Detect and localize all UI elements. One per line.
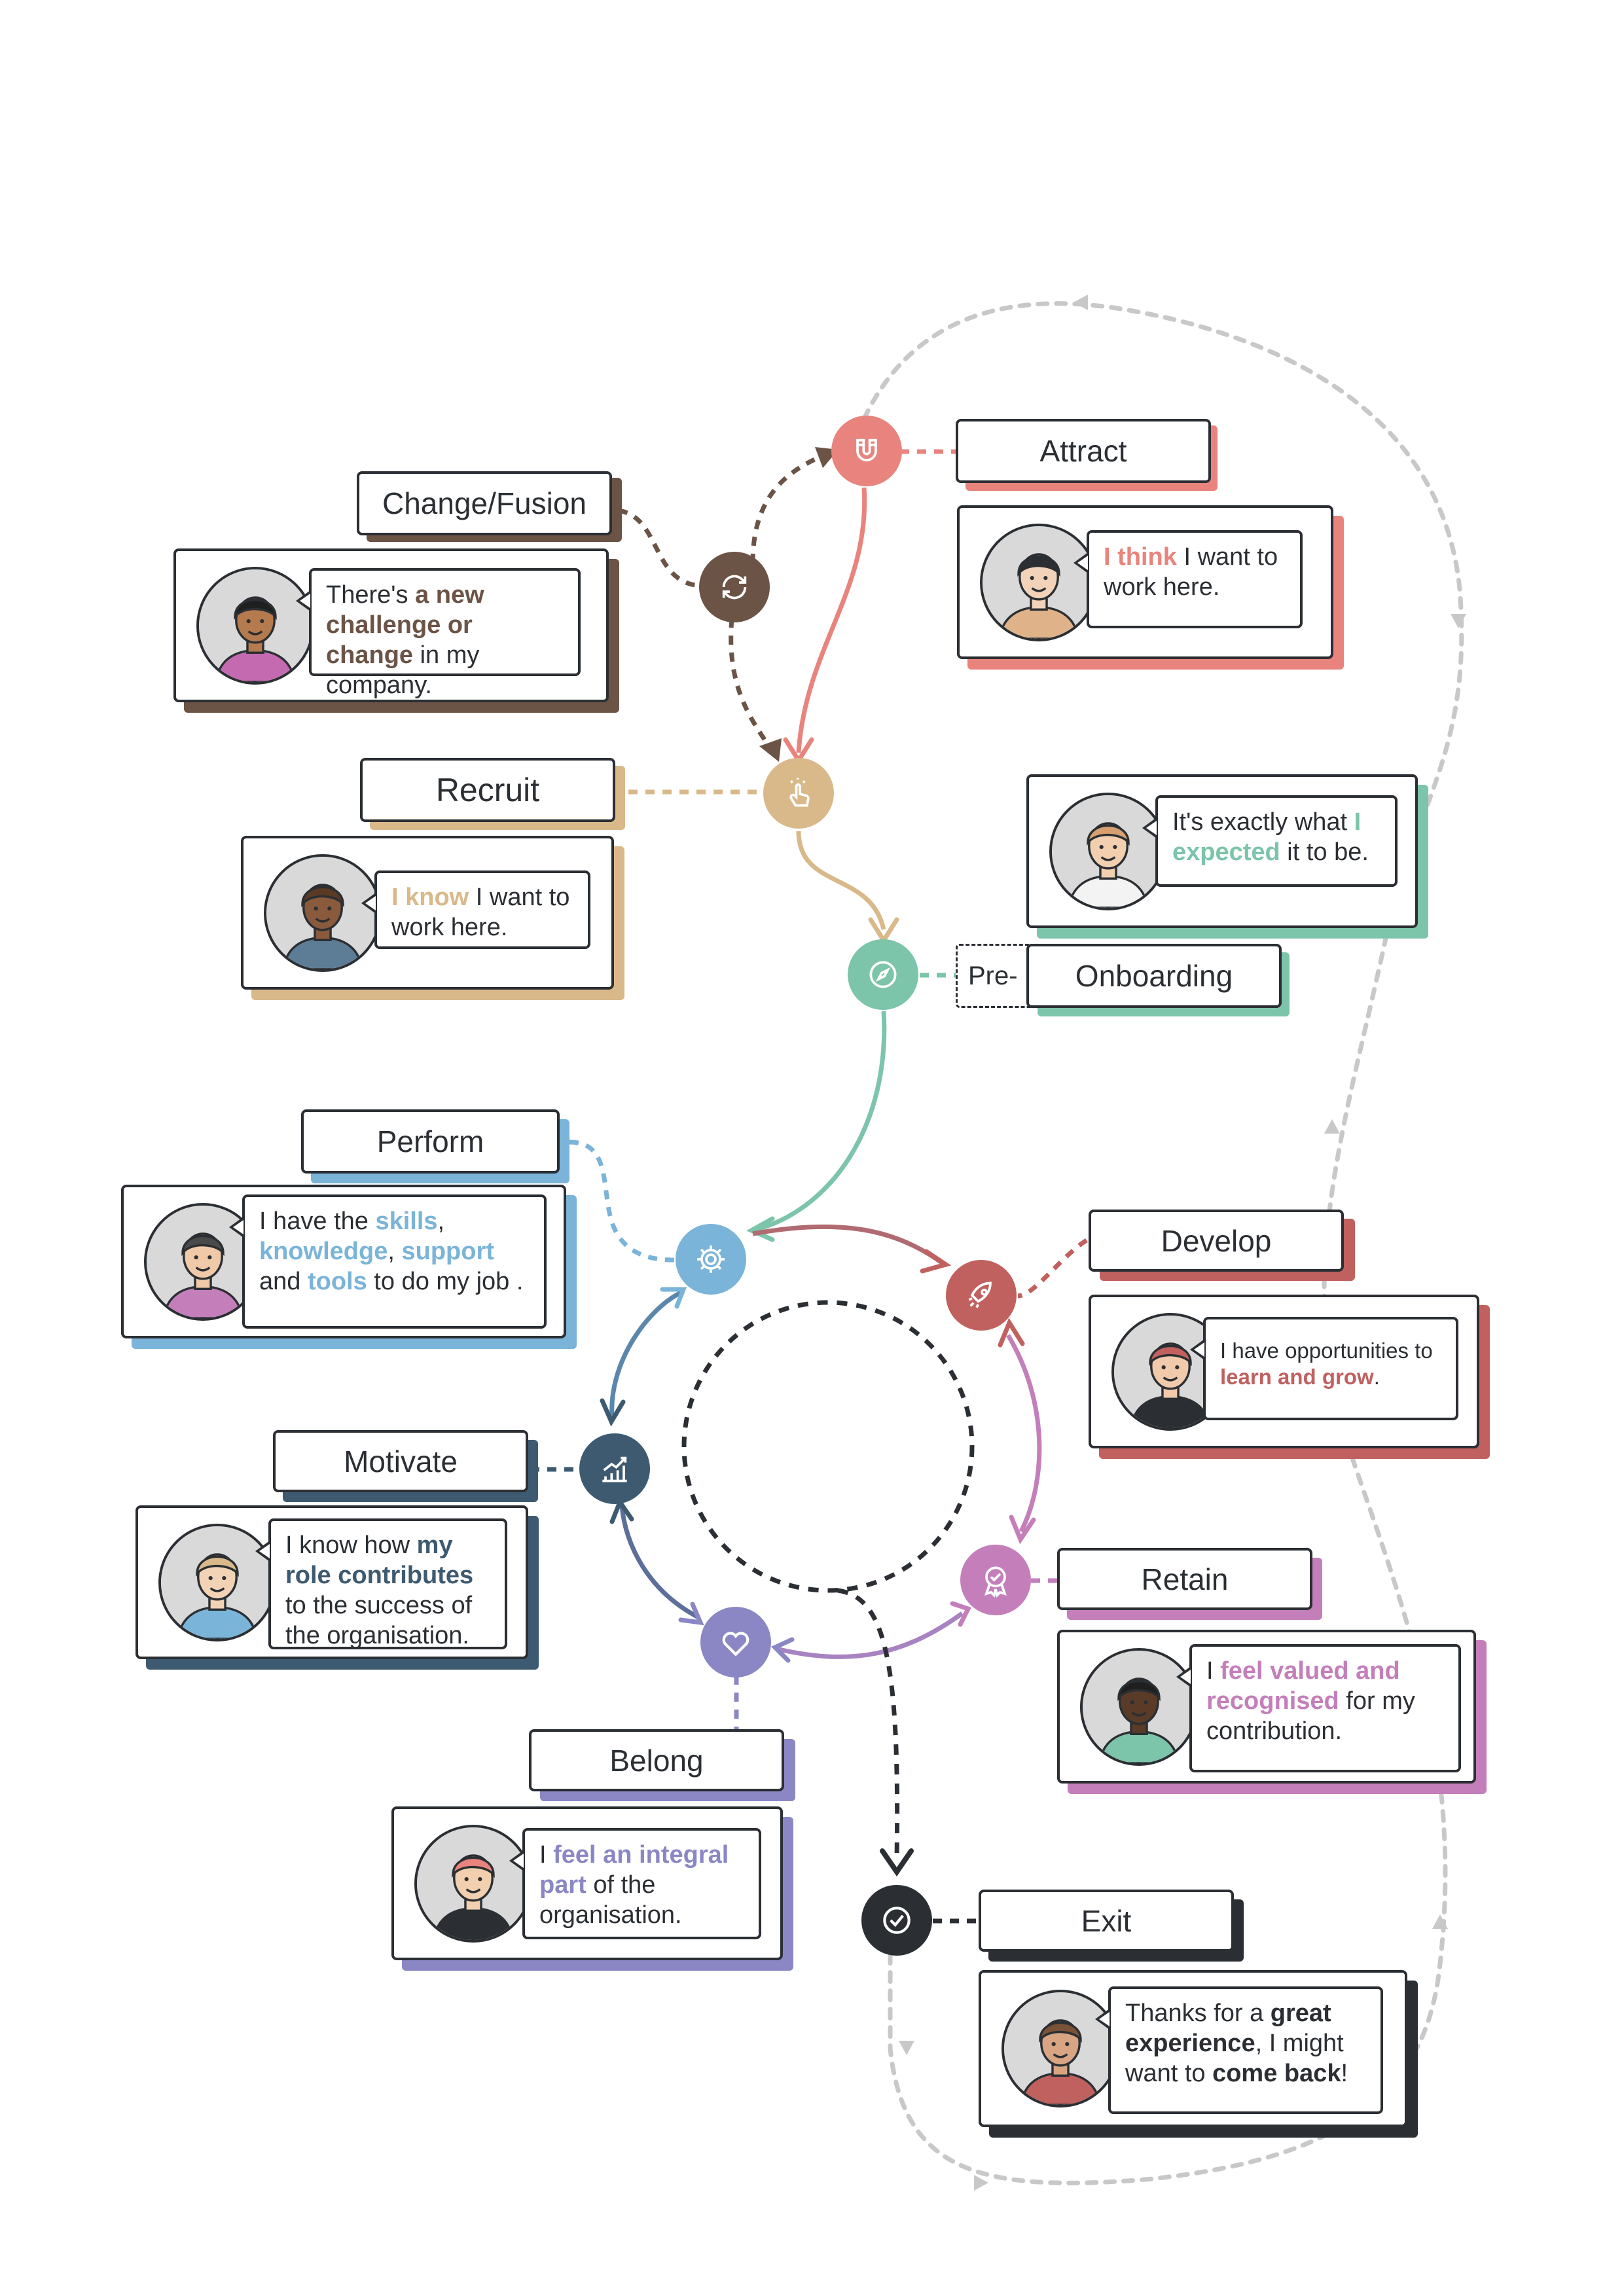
motivate-label[interactable]: Motivate (273, 1430, 528, 1492)
perform-quote-segment: support (401, 1238, 494, 1265)
exit-quote-segment: great experience (1125, 2000, 1331, 2057)
gear-icon (697, 1246, 725, 1273)
exit-avatar (1001, 1990, 1119, 2108)
retain-quote-segment: for my contribution. (1206, 1687, 1415, 1745)
belong-quote-segment: of the organisation. (539, 1871, 682, 1929)
onboarding-avatar (1049, 792, 1167, 910)
motivate-avatar (158, 1523, 276, 1641)
belong-quote-segment: I (539, 1841, 554, 1869)
recruit-quote-segment: I know (391, 884, 469, 911)
exit-quote-segment: Thanks for a (1125, 2000, 1271, 2027)
perform-quote-segment: I have the (259, 1208, 376, 1235)
recruit-quote-segment: I want to work here. (391, 884, 570, 941)
return-loop (861, 301, 1464, 2185)
onboarding-node[interactable] (848, 939, 918, 1010)
belong-quote-bubble: I feel an integral part of the organisat… (509, 1828, 761, 1939)
compass-icon (869, 961, 897, 988)
perform-quote-segment: skills (375, 1208, 438, 1235)
motivate-quote-segment: my role contributes (285, 1532, 474, 1589)
motivate-quote-segment: I know how (285, 1532, 417, 1559)
belong-quote-segment: feel an integral part (539, 1841, 729, 1899)
refresh-icon (722, 575, 747, 600)
perform-quote-bubble: I have the skills, knowledge, support an… (229, 1194, 547, 1329)
hand-pointer-icon (789, 778, 810, 807)
exit-node[interactable] (861, 1885, 932, 1956)
recruit-label[interactable]: Recruit (360, 758, 615, 822)
onboarding-quote-segment: I expected (1172, 808, 1362, 866)
award-icon (984, 1566, 1007, 1598)
retain-quote-segment: I (1206, 1657, 1221, 1685)
develop-quote-segment: learn and grow (1220, 1365, 1374, 1389)
retain-avatar (1080, 1647, 1198, 1766)
attract-quote-segment: I want to work here. (1104, 543, 1278, 601)
perform-quote-segment: , (437, 1208, 445, 1235)
attract-label[interactable]: Attract (956, 419, 1211, 483)
exit-label[interactable]: Exit (979, 1890, 1234, 1952)
inner-cycle-ring (681, 1300, 975, 1593)
exit-quote-segment: , I might want to (1125, 2030, 1344, 2087)
motivate-quote-bubble: I know how my role contributes to the su… (255, 1518, 507, 1649)
retain-quote-segment: feel valued and recognised (1206, 1657, 1400, 1715)
develop-quote-segment: . (1373, 1365, 1380, 1389)
retain-label[interactable]: Retain (1057, 1548, 1312, 1610)
perform-node[interactable] (676, 1224, 746, 1295)
perform-quote-segment: tools (307, 1268, 367, 1295)
belong-node[interactable] (700, 1607, 771, 1677)
pre-onboarding-tag: Pre- (956, 944, 1034, 1008)
belong-avatar (414, 1824, 532, 1943)
change-quote-bubble: There's a new challenge or change in my … (296, 568, 581, 699)
motivate-quote-segment: to the success of the organisation. (285, 1592, 473, 1649)
develop-node[interactable] (946, 1260, 1017, 1331)
onboarding-quote-segment: It's exactly what (1172, 808, 1354, 836)
retain-quote-bubble: I feel valued and recognised for my cont… (1176, 1644, 1461, 1772)
magnet-icon (856, 439, 877, 461)
perform-label[interactable]: Perform (301, 1109, 560, 1174)
heart-icon (722, 1632, 749, 1657)
perform-quote-segment: to do my job . (367, 1268, 524, 1295)
recruit-quote-bubble: I know I want to work here. (361, 870, 590, 949)
develop-quote-bubble: I have opportunities to learn and grow. (1190, 1317, 1458, 1420)
change-quote-segment: in my company. (326, 641, 480, 699)
attract-avatar (980, 523, 1098, 641)
change-quote-segment: a new challenge or change (326, 581, 484, 669)
perform-quote-segment: and (259, 1268, 308, 1295)
onboarding-label[interactable]: Onboarding (1026, 944, 1282, 1008)
retain-node[interactable] (960, 1545, 1031, 1615)
exit-quote-segment: come back (1212, 2060, 1341, 2087)
onboarding-quote-bubble: It's exactly what I expected it to be. (1142, 795, 1398, 887)
change-quote-segment: There's (326, 581, 416, 609)
attract-quote-bubble: I think I want to work here. (1074, 530, 1303, 628)
change-node[interactable] (699, 552, 770, 622)
check-badge-icon (883, 1907, 911, 1934)
perform-quote-segment: , (388, 1238, 402, 1265)
recruit-node[interactable] (763, 758, 834, 829)
attract-node[interactable] (831, 416, 902, 486)
develop-label[interactable]: Develop (1089, 1210, 1344, 1272)
growth-chart-icon (602, 1456, 627, 1482)
exit-quote-bubble: Thanks for a great experience, I might w… (1095, 1986, 1383, 2114)
exit-quote-segment: ! (1341, 2060, 1348, 2087)
belong-label[interactable]: Belong (529, 1729, 784, 1791)
change-avatar (196, 566, 314, 685)
motivate-node[interactable] (579, 1433, 650, 1504)
perform-quote-segment: knowledge (259, 1238, 388, 1265)
onboarding-quote-segment: it to be. (1280, 838, 1369, 866)
rocket-icon (968, 1282, 992, 1308)
attract-quote-segment: I think (1104, 543, 1177, 571)
change-label[interactable]: Change/Fusion (357, 471, 612, 535)
develop-quote-segment: I have opportunities to (1220, 1338, 1433, 1363)
